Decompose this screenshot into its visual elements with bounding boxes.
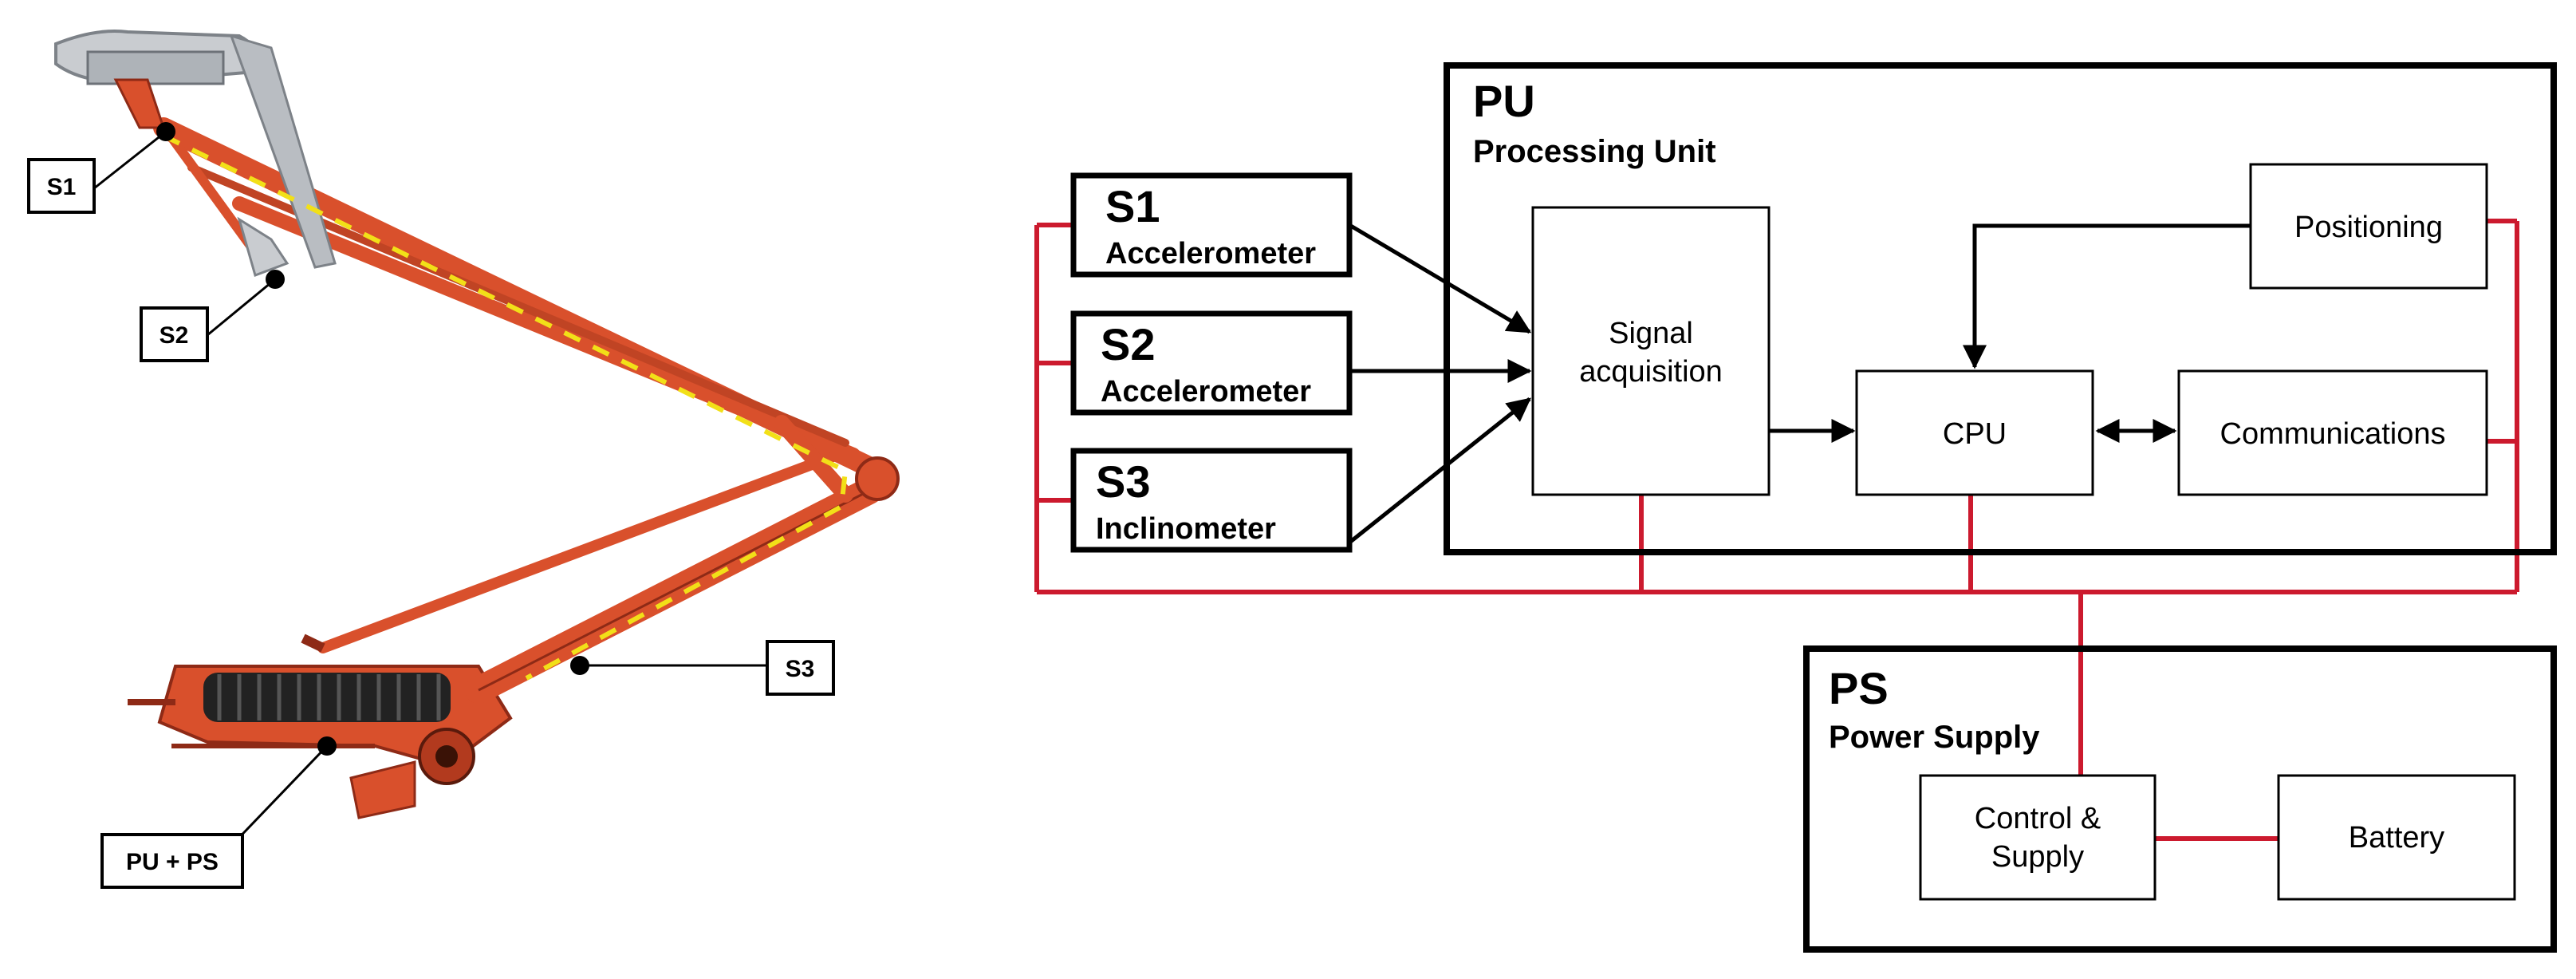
arrow-positioning-to-cpu [1963,223,2251,369]
power-wiring [1034,219,2519,841]
callout-s2: S2 [140,306,209,362]
signal-acquisition-line2: acquisition [1579,355,1723,389]
sensor-s3-id: S3 [1096,456,1151,507]
power-supply-block: PS Power Supply Control & Supply Battery [1803,645,2557,953]
battery-label: Battery [2349,821,2444,855]
callout-s3-label: S3 [786,656,815,682]
callout-s2-label: S2 [160,322,189,349]
arrow-s3-to-acq [1348,397,1531,544]
sensor-s2-id: S2 [1101,319,1156,369]
pantograph-illustration: S1 S2 S3 PU + PS [27,30,900,889]
arrow-s1-to-acq [1348,223,1532,334]
sensor-s2-type: Accelerometer [1101,375,1311,409]
pantograph-upper-arm [153,117,900,503]
battery-box: Battery [2277,774,2516,901]
sensor-s2-block: S2 Accelerometer [1070,310,1353,416]
pu-name: Processing Unit [1473,134,1716,169]
pantograph-head [54,30,337,277]
pantograph-lower-arm [301,449,883,704]
callout-s1: S1 [27,158,96,214]
signal-acquisition-line1: Signal [1609,317,1693,350]
positioning-label: Positioning [2294,211,2443,244]
callout-s3: S3 [766,640,835,696]
pu-code: PU [1473,76,1535,126]
callout-pu-ps: PU + PS [100,833,244,889]
callout-s1-label: S1 [47,174,77,200]
communications-label: Communications [2220,417,2446,451]
processing-unit-block: PU Processing Unit Signal acquisition CP… [1444,62,2557,555]
cpu-label: CPU [1943,417,2007,451]
ps-name: Power Supply [1829,720,2040,755]
signal-arrows [1348,223,2251,544]
callout-pu-ps-label: PU + PS [126,849,219,875]
signal-acquisition-box: Signal acquisition [1531,206,1771,496]
control-supply-line1: Control & [1975,802,2101,835]
ps-code: PS [1829,663,1889,713]
cable-route [162,133,849,681]
sensor-s1-block: S1 Accelerometer [1070,172,1353,278]
control-supply-line2: Supply [1991,840,2084,874]
positioning-box: Positioning [2249,163,2488,290]
sensor-s1-id: S1 [1105,181,1160,231]
communications-box: Communications [2177,369,2488,496]
sensor-s3-block: S3 Inclinometer [1070,448,1353,553]
cpu-box: CPU [1855,369,2094,496]
pantograph-base [128,665,513,819]
sensor-s3-type: Inclinometer [1096,512,1276,546]
control-supply-box: Control & Supply [1919,774,2157,901]
sensor-s1-type: Accelerometer [1105,237,1316,270]
